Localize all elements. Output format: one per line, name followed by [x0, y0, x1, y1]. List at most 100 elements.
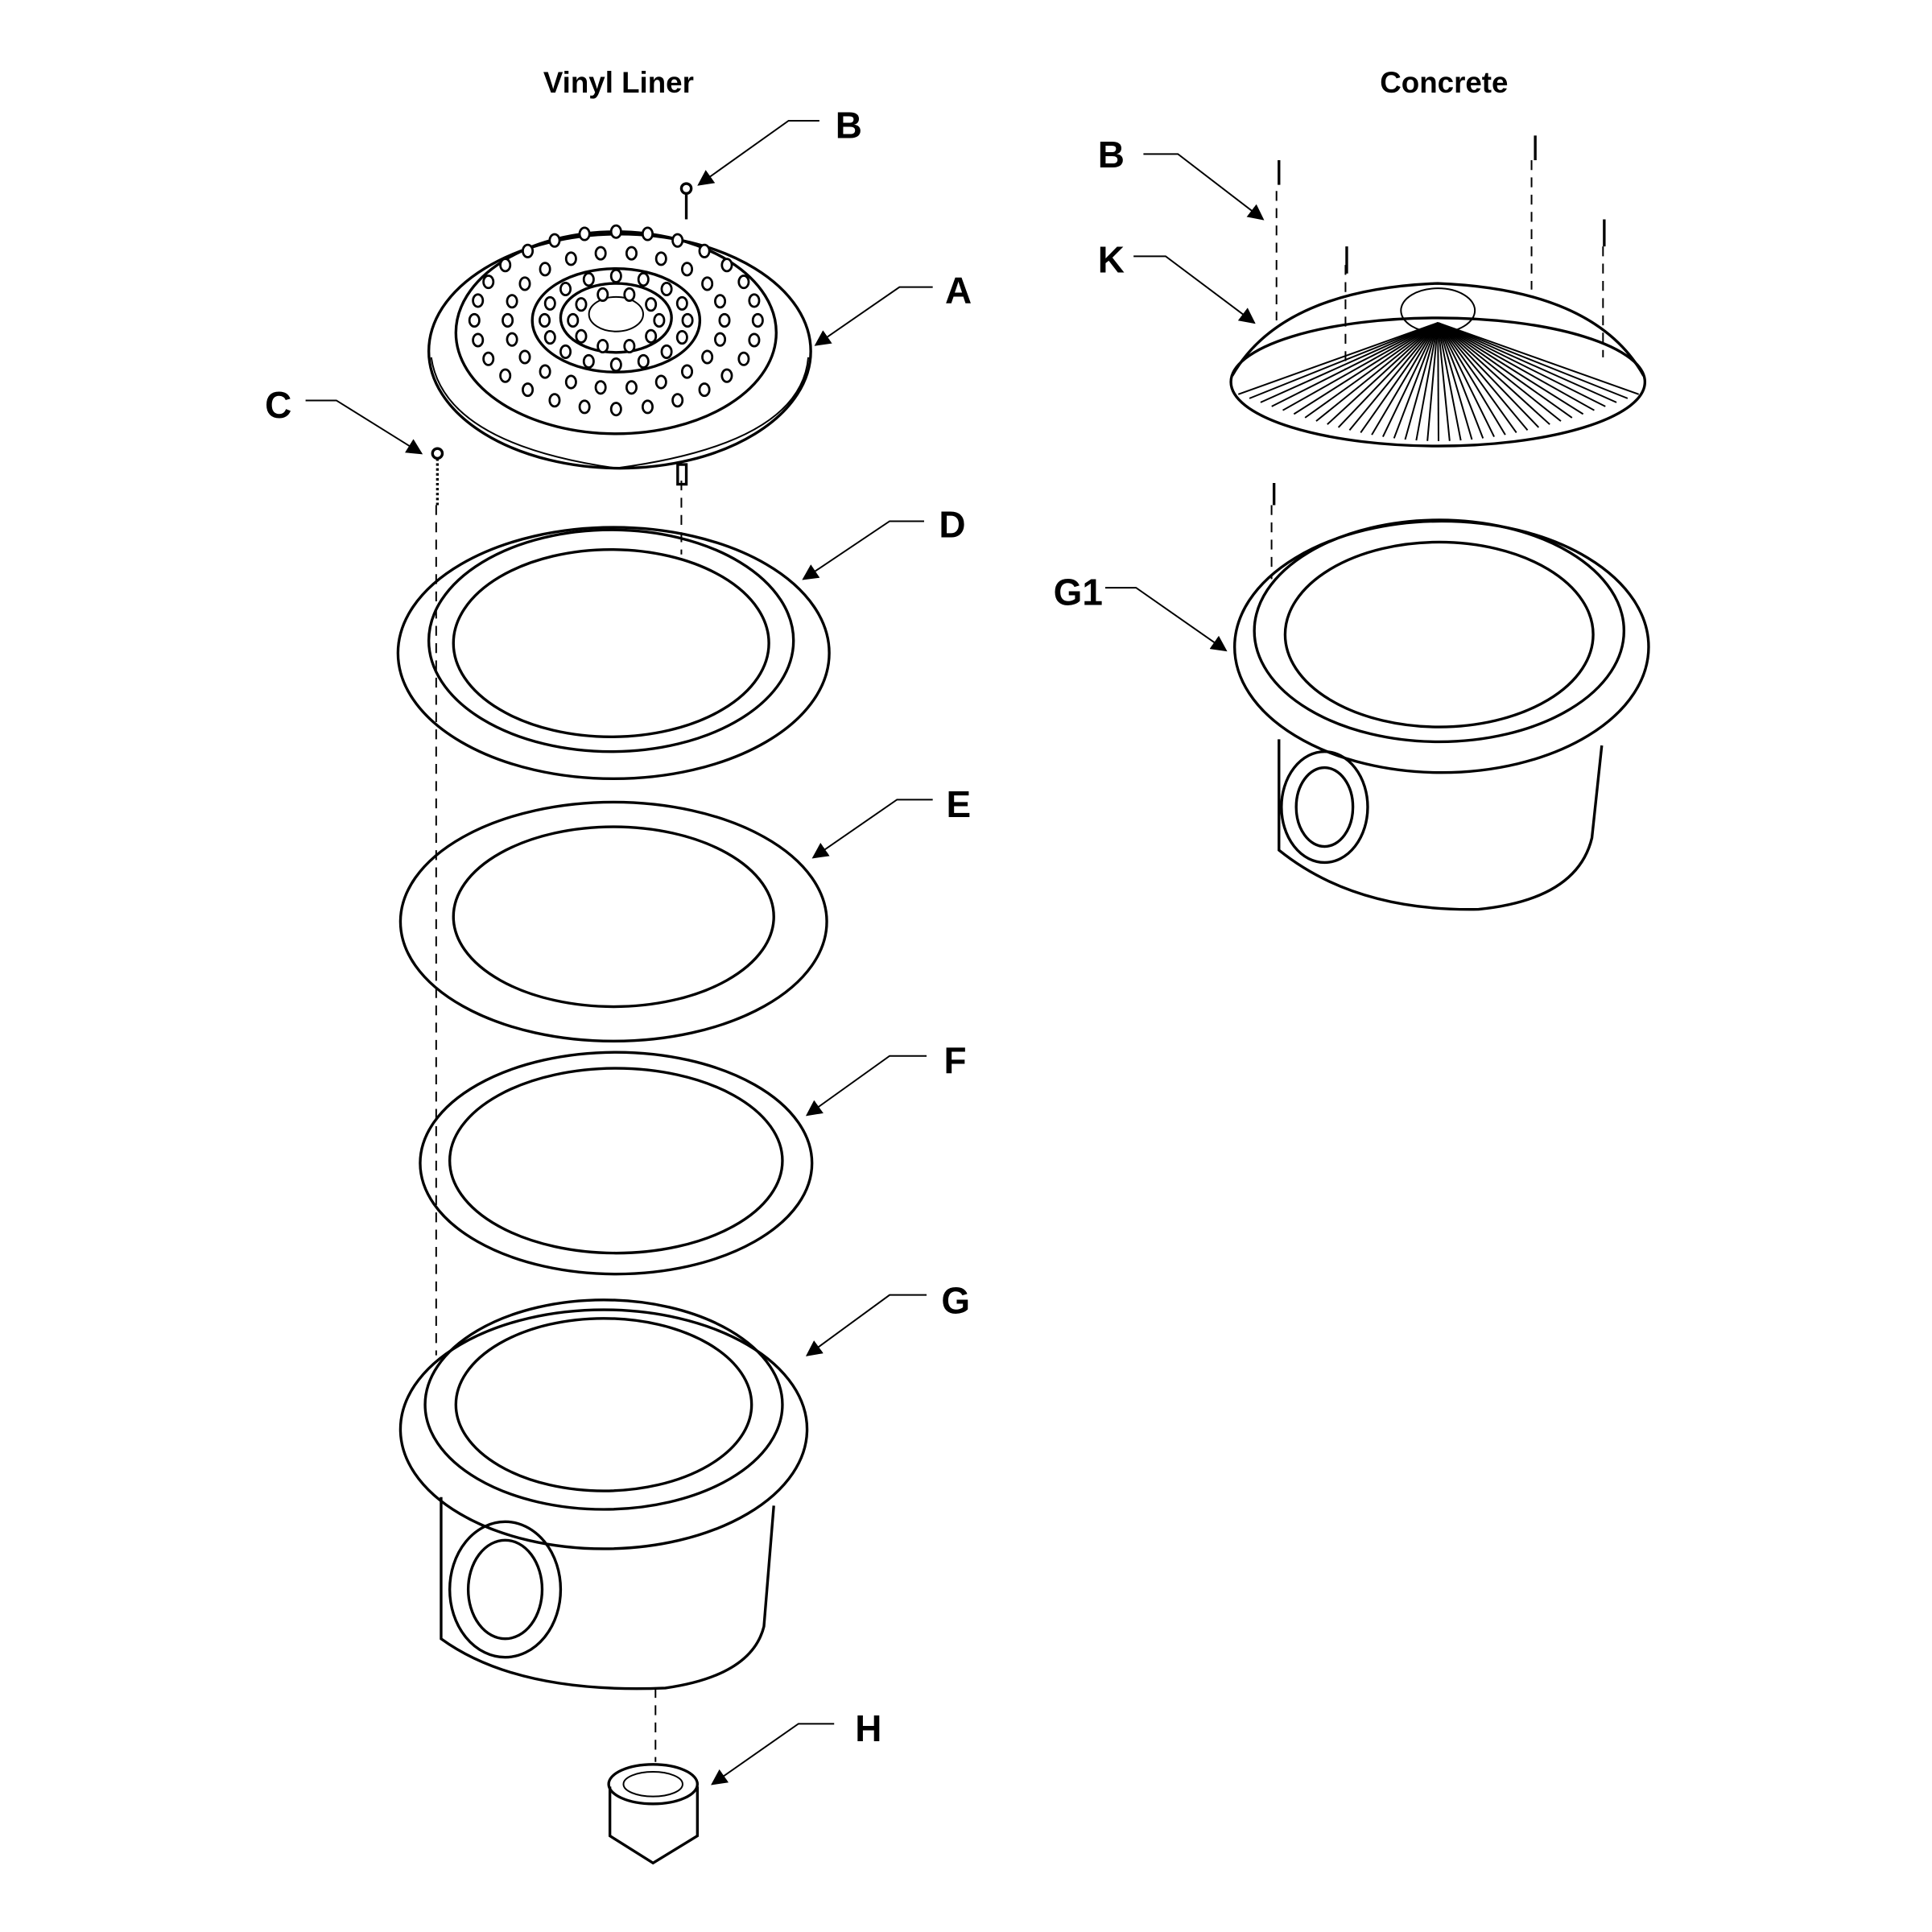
perforation-hole	[660, 344, 673, 359]
perforation-hole	[543, 330, 556, 345]
vinyl-liner-heading: Vinyl Liner	[543, 66, 694, 99]
perforation-hole	[575, 297, 588, 312]
perforation-hole	[564, 374, 577, 390]
perforation-hole	[625, 246, 638, 261]
perforation-hole	[468, 312, 481, 328]
dome-rib	[1437, 322, 1473, 440]
perforation-hole	[578, 226, 591, 242]
perforation-hole	[623, 338, 636, 354]
callout-f: F	[805, 1039, 966, 1117]
perforation-hole	[564, 251, 577, 266]
dome-rib	[1437, 322, 1506, 436]
dome-rib	[1315, 322, 1439, 422]
perforation-hole	[506, 332, 518, 347]
perforation-hole	[539, 262, 551, 277]
perforation-hole	[641, 399, 654, 415]
dome-rib	[1437, 322, 1573, 419]
dome-rib	[1426, 322, 1439, 441]
perforation-hole	[582, 353, 595, 369]
perforation-hole	[718, 312, 731, 328]
perforation-hole	[751, 312, 764, 328]
perforation-hole	[681, 312, 694, 328]
perforation-hole	[698, 382, 711, 398]
perforation-hole	[641, 226, 654, 242]
part-d-ring	[396, 526, 831, 781]
dome-rib	[1437, 322, 1629, 399]
perforation-hole	[637, 272, 650, 287]
perforation-hole	[675, 295, 688, 311]
part-a-cover	[427, 224, 812, 470]
svg-text:A: A	[945, 270, 972, 312]
callout-b-vinyl: B	[697, 104, 862, 186]
dome-rib	[1437, 322, 1595, 411]
dome-rib	[1404, 322, 1439, 440]
perforation-hole	[625, 380, 638, 395]
dome-rib	[1415, 322, 1439, 441]
callout-d: D	[802, 503, 965, 580]
dome-rib	[1437, 322, 1517, 434]
perforation-hole	[472, 293, 485, 308]
dome-rib	[1437, 322, 1540, 428]
perforation-hole	[609, 268, 622, 283]
concrete-screws-icon	[1272, 135, 1606, 506]
part-g-body	[398, 1298, 809, 1690]
svg-text:D: D	[939, 503, 965, 545]
callout-e: E	[811, 783, 971, 859]
perforation-hole	[609, 224, 622, 239]
screw-c-icon	[431, 447, 444, 506]
perforation-hole	[499, 368, 512, 383]
dome-rib	[1348, 322, 1439, 431]
part-f-gasket	[419, 1051, 814, 1276]
perforation-hole	[472, 332, 485, 348]
callout-c: C	[265, 384, 423, 455]
concrete-heading: Concrete	[1380, 66, 1508, 99]
svg-text:B: B	[1098, 134, 1125, 175]
perforation-hole	[522, 243, 535, 258]
perforation-hole	[714, 294, 727, 309]
callout-a: A	[814, 270, 972, 346]
perforation-hole	[720, 368, 733, 383]
callout-g1: G1	[1054, 572, 1228, 652]
perforation-hole	[499, 258, 512, 273]
perforation-hole	[548, 233, 561, 248]
perforation-hole	[594, 380, 607, 395]
svg-text:G1: G1	[1054, 572, 1103, 613]
part-g1-body	[1232, 518, 1650, 911]
perforation-hole	[681, 262, 694, 277]
perforation-hole	[653, 312, 666, 328]
perforation-hole	[671, 233, 684, 248]
dome-rib	[1437, 322, 1640, 395]
dome-rib	[1260, 322, 1439, 403]
perforation-hole	[675, 330, 688, 345]
perforation-hole	[559, 344, 572, 359]
perforation-hole	[518, 349, 531, 365]
dome-rib	[1249, 322, 1439, 399]
perforation-hole	[597, 287, 609, 302]
dome-rib	[1437, 322, 1584, 415]
perforation-hole	[701, 276, 714, 291]
dome-rib	[1337, 322, 1439, 428]
perforation-hole	[681, 364, 694, 379]
perforation-hole	[539, 364, 551, 379]
dome-rib	[1371, 322, 1439, 436]
dome-rib	[1437, 322, 1617, 403]
part-e-gasket	[398, 800, 828, 1043]
svg-text:B: B	[836, 104, 862, 146]
dome-rib	[1304, 322, 1439, 419]
dome-rib	[1393, 322, 1439, 439]
perforation-hole	[671, 393, 684, 408]
perforation-hole	[597, 338, 609, 354]
dome-rib	[1282, 322, 1439, 411]
perforation-hole	[701, 349, 714, 365]
dome-rib	[1293, 322, 1439, 415]
perforation-hole	[482, 275, 495, 290]
perforation-hole	[575, 328, 588, 344]
dome-rib	[1271, 322, 1439, 407]
svg-text:F: F	[943, 1039, 966, 1081]
dome-rib	[1327, 322, 1439, 425]
callout-g: G	[805, 1280, 970, 1356]
callout-k: K	[1098, 238, 1256, 324]
dome-rib	[1437, 322, 1484, 439]
screw-a-insert-icon	[676, 463, 688, 486]
